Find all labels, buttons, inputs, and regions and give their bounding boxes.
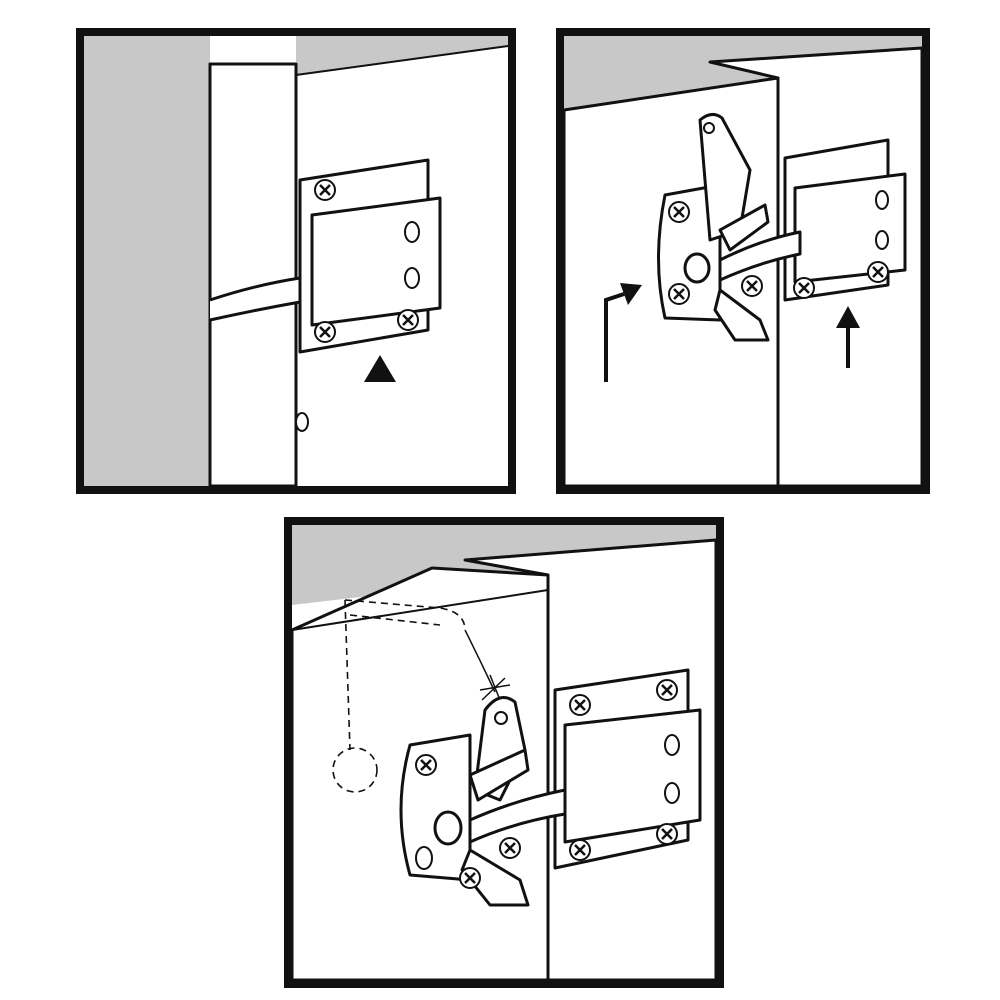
screw-icon (568, 838, 592, 862)
latch-assembly (399, 696, 567, 907)
panel-step-2 (556, 28, 930, 494)
screw-icon (667, 200, 691, 224)
screw-icon (866, 260, 890, 284)
catch-plate (298, 158, 442, 354)
panel-step-1 (76, 28, 516, 494)
screw-icon (458, 866, 482, 890)
screw-icon (655, 678, 679, 702)
catch-plate (553, 668, 702, 870)
latch-assembly (657, 113, 802, 342)
screw-icon (396, 308, 420, 332)
screw-icon (655, 822, 679, 846)
screw-icon (667, 282, 691, 306)
screw-icon (792, 276, 816, 300)
panel-step-3 (284, 517, 724, 988)
wall-shadow (84, 36, 210, 486)
screw-icon (313, 178, 337, 202)
screw-icon (740, 274, 764, 298)
triangle-marker-icon (364, 355, 396, 382)
screw-icon (498, 836, 522, 860)
arrow-bend-icon (620, 283, 642, 305)
screw-icon (313, 320, 337, 344)
screw-icon (414, 753, 438, 777)
arrow-up-icon (836, 306, 860, 328)
catch-plate (783, 138, 907, 302)
screw-icon (568, 693, 592, 717)
